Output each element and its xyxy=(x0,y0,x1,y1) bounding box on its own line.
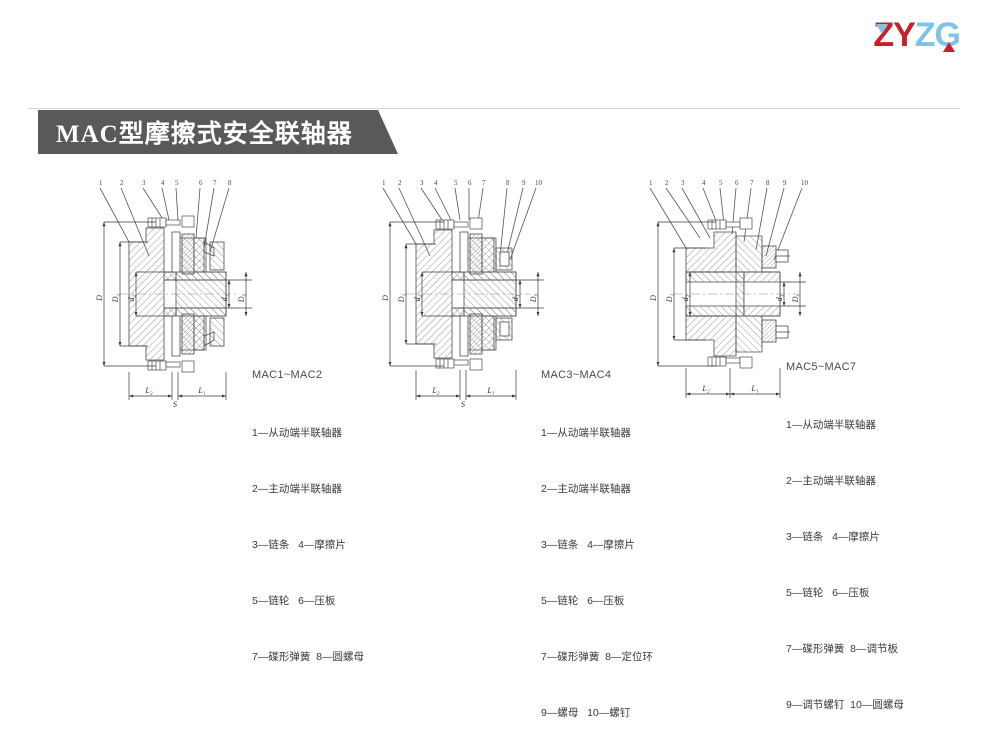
figure-mac1-mac2: 1 2 3 4 5 6 7 8 xyxy=(95,179,252,409)
leader-label-5: 5 xyxy=(719,179,723,187)
legend-item: 5—链轮 6—压板 xyxy=(541,595,625,608)
dim-label-D: D xyxy=(95,295,104,302)
legend-item: 3—链条 4—摩擦片 xyxy=(252,539,346,552)
legend-item: 1—从动端半联轴器 xyxy=(786,418,876,431)
leader-label-5: 5 xyxy=(175,179,179,187)
dim-label-d1: d₁ xyxy=(775,294,784,301)
dim-label-d1: d₁ xyxy=(220,294,229,301)
figure-mac3-mac4: 1 2 3 4 5 6 7 8 9 10 xyxy=(381,179,544,409)
legend-item: 3—链条 4—摩擦片 xyxy=(541,539,635,552)
dim-label-L2: L₂ xyxy=(144,386,152,395)
dim-label-D0: D₀ xyxy=(237,294,246,304)
dim-label-L2: L₂ xyxy=(701,384,709,393)
leader-label-3: 3 xyxy=(142,179,146,187)
dim-label-D1: D₁ xyxy=(111,294,120,304)
leader-label-6: 6 xyxy=(468,179,472,187)
caption-title: MAC5~MAC7 xyxy=(786,361,857,374)
legend-item: 1—从动端半联轴器 xyxy=(541,426,631,439)
leader-label-1: 1 xyxy=(649,179,653,187)
legend-item: 2—主动端半联轴器 xyxy=(541,483,631,496)
caption-title: MAC1~MAC2 xyxy=(252,369,323,382)
leader-label-7: 7 xyxy=(750,179,754,187)
legend-item: 5—链轮 6—压板 xyxy=(786,587,870,600)
page-title: MAC型摩擦式安全联轴器 xyxy=(56,121,353,148)
logo-text-zg: ZG xyxy=(914,16,961,54)
leader-label-10: 10 xyxy=(535,179,543,187)
dim-label-D: D xyxy=(381,295,390,302)
leader-label-5: 5 xyxy=(454,179,458,187)
logo-text-zy: ZY xyxy=(873,16,915,54)
leader-label-8: 8 xyxy=(766,179,770,187)
figure-mac5-mac7: 1 2 3 4 5 6 7 8 9 10 xyxy=(649,179,809,398)
dim-label-D1: D₁ xyxy=(397,294,406,304)
leader-label-4: 4 xyxy=(702,179,706,187)
leader-label-1: 1 xyxy=(99,179,103,187)
figure-caption-mac5-mac7: MAC5~MAC7 1—从动端半联轴器 2—主动端半联轴器 3—链条 4—摩擦片… xyxy=(786,318,904,734)
leader-label-2: 2 xyxy=(665,179,669,187)
figure-caption-mac1-mac2: MAC1~MAC2 1—从动端半联轴器 2—主动端半联轴器 3—链条 4—摩擦片… xyxy=(252,326,364,686)
leader-label-3: 3 xyxy=(681,179,685,187)
legend-item: 7—碟形弹簧 8—调节板 xyxy=(786,643,899,656)
leader-label-8: 8 xyxy=(228,179,232,187)
leader-label-2: 2 xyxy=(120,179,124,187)
dim-label-L1: L₁ xyxy=(750,384,758,393)
legend-item: 7—碟形弹簧 8—圆螺母 xyxy=(252,651,365,664)
leader-label-10: 10 xyxy=(801,179,809,187)
leader-label-7: 7 xyxy=(213,179,217,187)
dim-label-L2: L₂ xyxy=(431,386,439,395)
leader-label-4: 4 xyxy=(434,179,438,187)
legend-item: 3—链条 4—摩擦片 xyxy=(786,531,880,544)
dim-label-d2: d₂ xyxy=(127,294,136,301)
dim-label-D1: D₁ xyxy=(665,294,674,304)
dim-label-D0: D₀ xyxy=(791,294,800,304)
legend-item: 7—碟形弹簧 8—定位环 xyxy=(541,651,654,664)
brand-logo: ZYZG xyxy=(873,16,961,54)
legend-item: 9—调节螺钉 10—圆螺母 xyxy=(786,699,904,712)
legend-item: 9—螺母 10—螺钉 xyxy=(541,707,631,720)
leader-label-2: 2 xyxy=(398,179,402,187)
leader-label-3: 3 xyxy=(420,179,424,187)
dim-label-d1: d₁ xyxy=(511,294,520,301)
dim-label-S: S xyxy=(461,400,465,409)
leader-label-8: 8 xyxy=(506,179,510,187)
leader-label-4: 4 xyxy=(161,179,165,187)
leader-label-9: 9 xyxy=(522,179,526,187)
figure-caption-mac3-mac4: MAC3~MAC4 1—从动端半联轴器 2—主动端半联轴器 3—链条 4—摩擦片… xyxy=(541,326,653,742)
leader-label-9: 9 xyxy=(783,179,787,187)
leader-label-1: 1 xyxy=(382,179,386,187)
dim-label-D0: D₀ xyxy=(529,294,538,304)
dim-label-d2: d₂ xyxy=(681,294,690,301)
leader-label-6: 6 xyxy=(199,179,203,187)
legend-item: 5—链轮 6—压板 xyxy=(252,595,336,608)
dim-label-L1: L₁ xyxy=(197,386,205,395)
caption-title: MAC3~MAC4 xyxy=(541,369,612,382)
dim-label-L1: L₁ xyxy=(486,386,494,395)
dim-label-d2: d₂ xyxy=(413,294,422,301)
legend-item: 2—主动端半联轴器 xyxy=(786,475,876,488)
legend-item: 2—主动端半联轴器 xyxy=(252,483,342,496)
leader-label-6: 6 xyxy=(735,179,739,187)
dim-label-S: S xyxy=(173,400,177,409)
legend-item: 1—从动端半联轴器 xyxy=(252,426,342,439)
header-divider xyxy=(28,108,960,109)
dim-label-D: D xyxy=(649,295,658,302)
leader-label-7: 7 xyxy=(482,179,486,187)
title-banner xyxy=(38,110,398,154)
